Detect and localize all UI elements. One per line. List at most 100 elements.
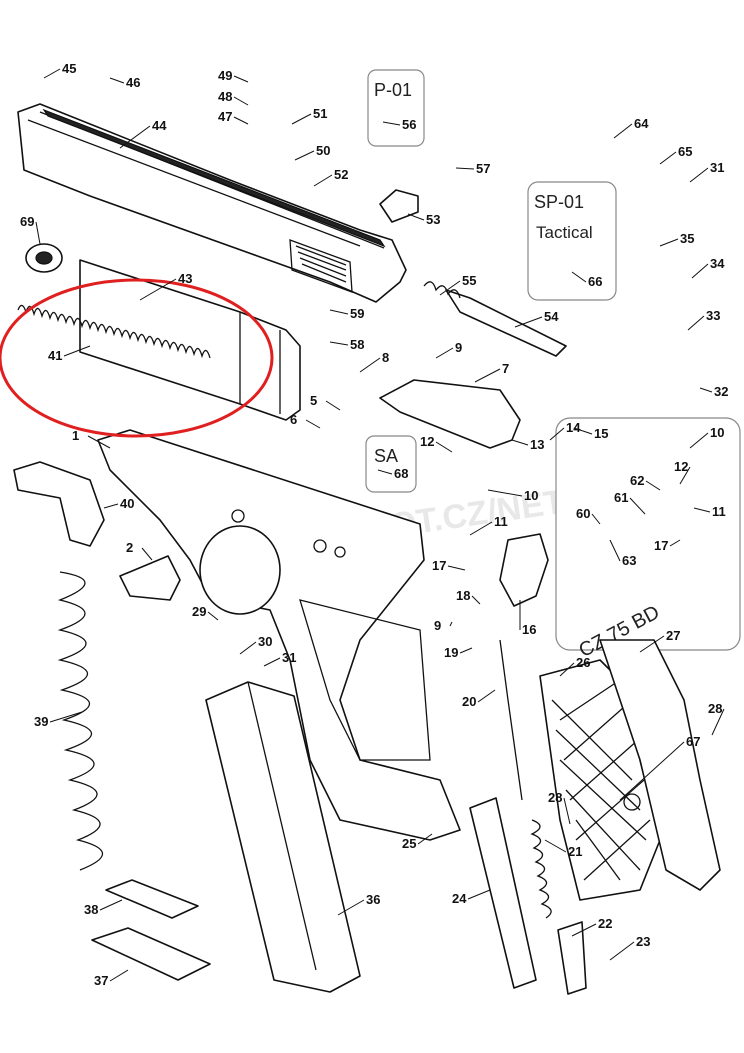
leader-line-64 <box>613 123 633 139</box>
leader-line-7 <box>474 368 501 383</box>
callout-11b: 11 <box>712 504 726 519</box>
leader-line-2 <box>141 547 153 561</box>
leader-line-66 <box>571 271 587 283</box>
leader-line-52 <box>313 174 333 187</box>
callout-2: 2 <box>126 540 133 555</box>
leader-line-41 <box>63 345 91 357</box>
leader-line-29 <box>207 611 219 621</box>
callout-21: 21 <box>568 844 582 859</box>
leader-line-36 <box>337 899 365 916</box>
leader-line-35 <box>659 238 679 247</box>
callout-61: 61 <box>614 490 628 505</box>
callout-54: 54 <box>544 309 559 324</box>
leader-line-65 <box>659 151 677 165</box>
leader-line-28b <box>563 797 571 825</box>
variant-label-p01: P-01 <box>374 80 412 100</box>
trigger <box>119 555 181 601</box>
leader-line-43 <box>139 278 177 301</box>
leader-line-50 <box>294 150 315 161</box>
callout-49: 49 <box>218 68 232 83</box>
variant-label-sp01: SP-01 <box>534 192 584 212</box>
variant-box-sa: SA <box>365 435 417 493</box>
variant-label-sp01-tactical: Tactical <box>536 223 593 242</box>
hammer-spring-plunger <box>557 921 587 995</box>
callout-20: 20 <box>462 694 476 709</box>
hammer-strut <box>499 639 523 801</box>
callout-30: 30 <box>258 634 272 649</box>
callout-10: 10 <box>524 488 538 503</box>
callout-28: 28 <box>708 701 722 716</box>
callout-39: 39 <box>34 714 48 729</box>
callout-17b: 17 <box>654 538 668 553</box>
variant-label-sa: SA <box>374 446 398 466</box>
callout-9: 9 <box>455 340 462 355</box>
variant-box-sp01: SP-01 Tactical <box>527 181 617 301</box>
callout-52: 52 <box>334 167 348 182</box>
leader-line-5 <box>325 400 341 411</box>
callout-62: 62 <box>630 473 644 488</box>
callout-8: 8 <box>382 350 389 365</box>
callout-5: 5 <box>310 393 317 408</box>
callout-26: 26 <box>576 655 590 670</box>
callout-15: 15 <box>594 426 608 441</box>
sear-cage <box>379 379 521 449</box>
callout-65: 65 <box>678 144 692 159</box>
leader-line-12 <box>435 441 453 453</box>
leader-line-10 <box>487 489 523 497</box>
hammer <box>499 533 549 607</box>
leader-line-21 <box>544 839 567 853</box>
leader-line-1 <box>87 435 111 449</box>
leader-line-24 <box>467 889 491 900</box>
leader-line-68 <box>377 469 393 475</box>
leader-line-31 <box>263 657 281 667</box>
leader-line-11 <box>469 521 493 536</box>
barrel <box>79 259 301 421</box>
leader-line-37 <box>109 969 129 982</box>
callout-66: 66 <box>588 274 602 289</box>
callout-35: 35 <box>680 231 694 246</box>
magazine-spring <box>57 571 103 871</box>
firing-pin-spring <box>423 281 461 299</box>
leader-line-31b <box>689 167 709 183</box>
callout-6: 6 <box>290 412 297 427</box>
callout-1: 1 <box>72 428 79 443</box>
callout-55: 55 <box>462 273 476 288</box>
slide <box>17 103 407 303</box>
leader-line-63 <box>609 539 621 562</box>
callout-43: 43 <box>178 271 192 286</box>
callout-22: 22 <box>598 916 612 931</box>
leader-line-34 <box>691 263 709 279</box>
leader-line-28 <box>711 708 725 736</box>
callout-45: 45 <box>62 61 76 76</box>
callout-16: 16 <box>522 622 536 637</box>
callout-31: 31 <box>282 650 296 665</box>
callout-58: 58 <box>350 337 364 352</box>
variant-box-cz75bd: CZ 75 BD <box>555 417 741 662</box>
callout-12b: 12 <box>674 459 688 474</box>
callout-59: 59 <box>350 306 364 321</box>
callout-38: 38 <box>84 902 98 917</box>
leader-line-20 <box>477 689 496 703</box>
highlight-ring <box>0 278 274 438</box>
leader-line-54 <box>514 316 543 328</box>
callout-18: 18 <box>456 588 470 603</box>
callout-60: 60 <box>576 506 590 521</box>
firing-pin <box>445 289 567 357</box>
leader-line-59 <box>329 309 349 315</box>
callout-67: 67 <box>686 734 700 749</box>
callout-64: 64 <box>634 116 649 131</box>
leader-line-46 <box>109 77 125 84</box>
leader-line-13 <box>511 439 529 446</box>
callout-9b: 9 <box>434 618 441 633</box>
callout-57: 57 <box>476 161 490 176</box>
magazine-floorplate <box>91 927 211 981</box>
leader-line-58 <box>329 341 349 346</box>
leader-line-10b <box>689 432 709 449</box>
callout-63: 63 <box>622 553 636 568</box>
callout-69: 69 <box>20 214 34 229</box>
leader-line-33 <box>687 315 705 331</box>
leader-line-22 <box>571 923 597 937</box>
leader-line-30 <box>239 641 257 655</box>
callout-53: 53 <box>426 212 440 227</box>
grip-frame-panel <box>599 639 721 891</box>
